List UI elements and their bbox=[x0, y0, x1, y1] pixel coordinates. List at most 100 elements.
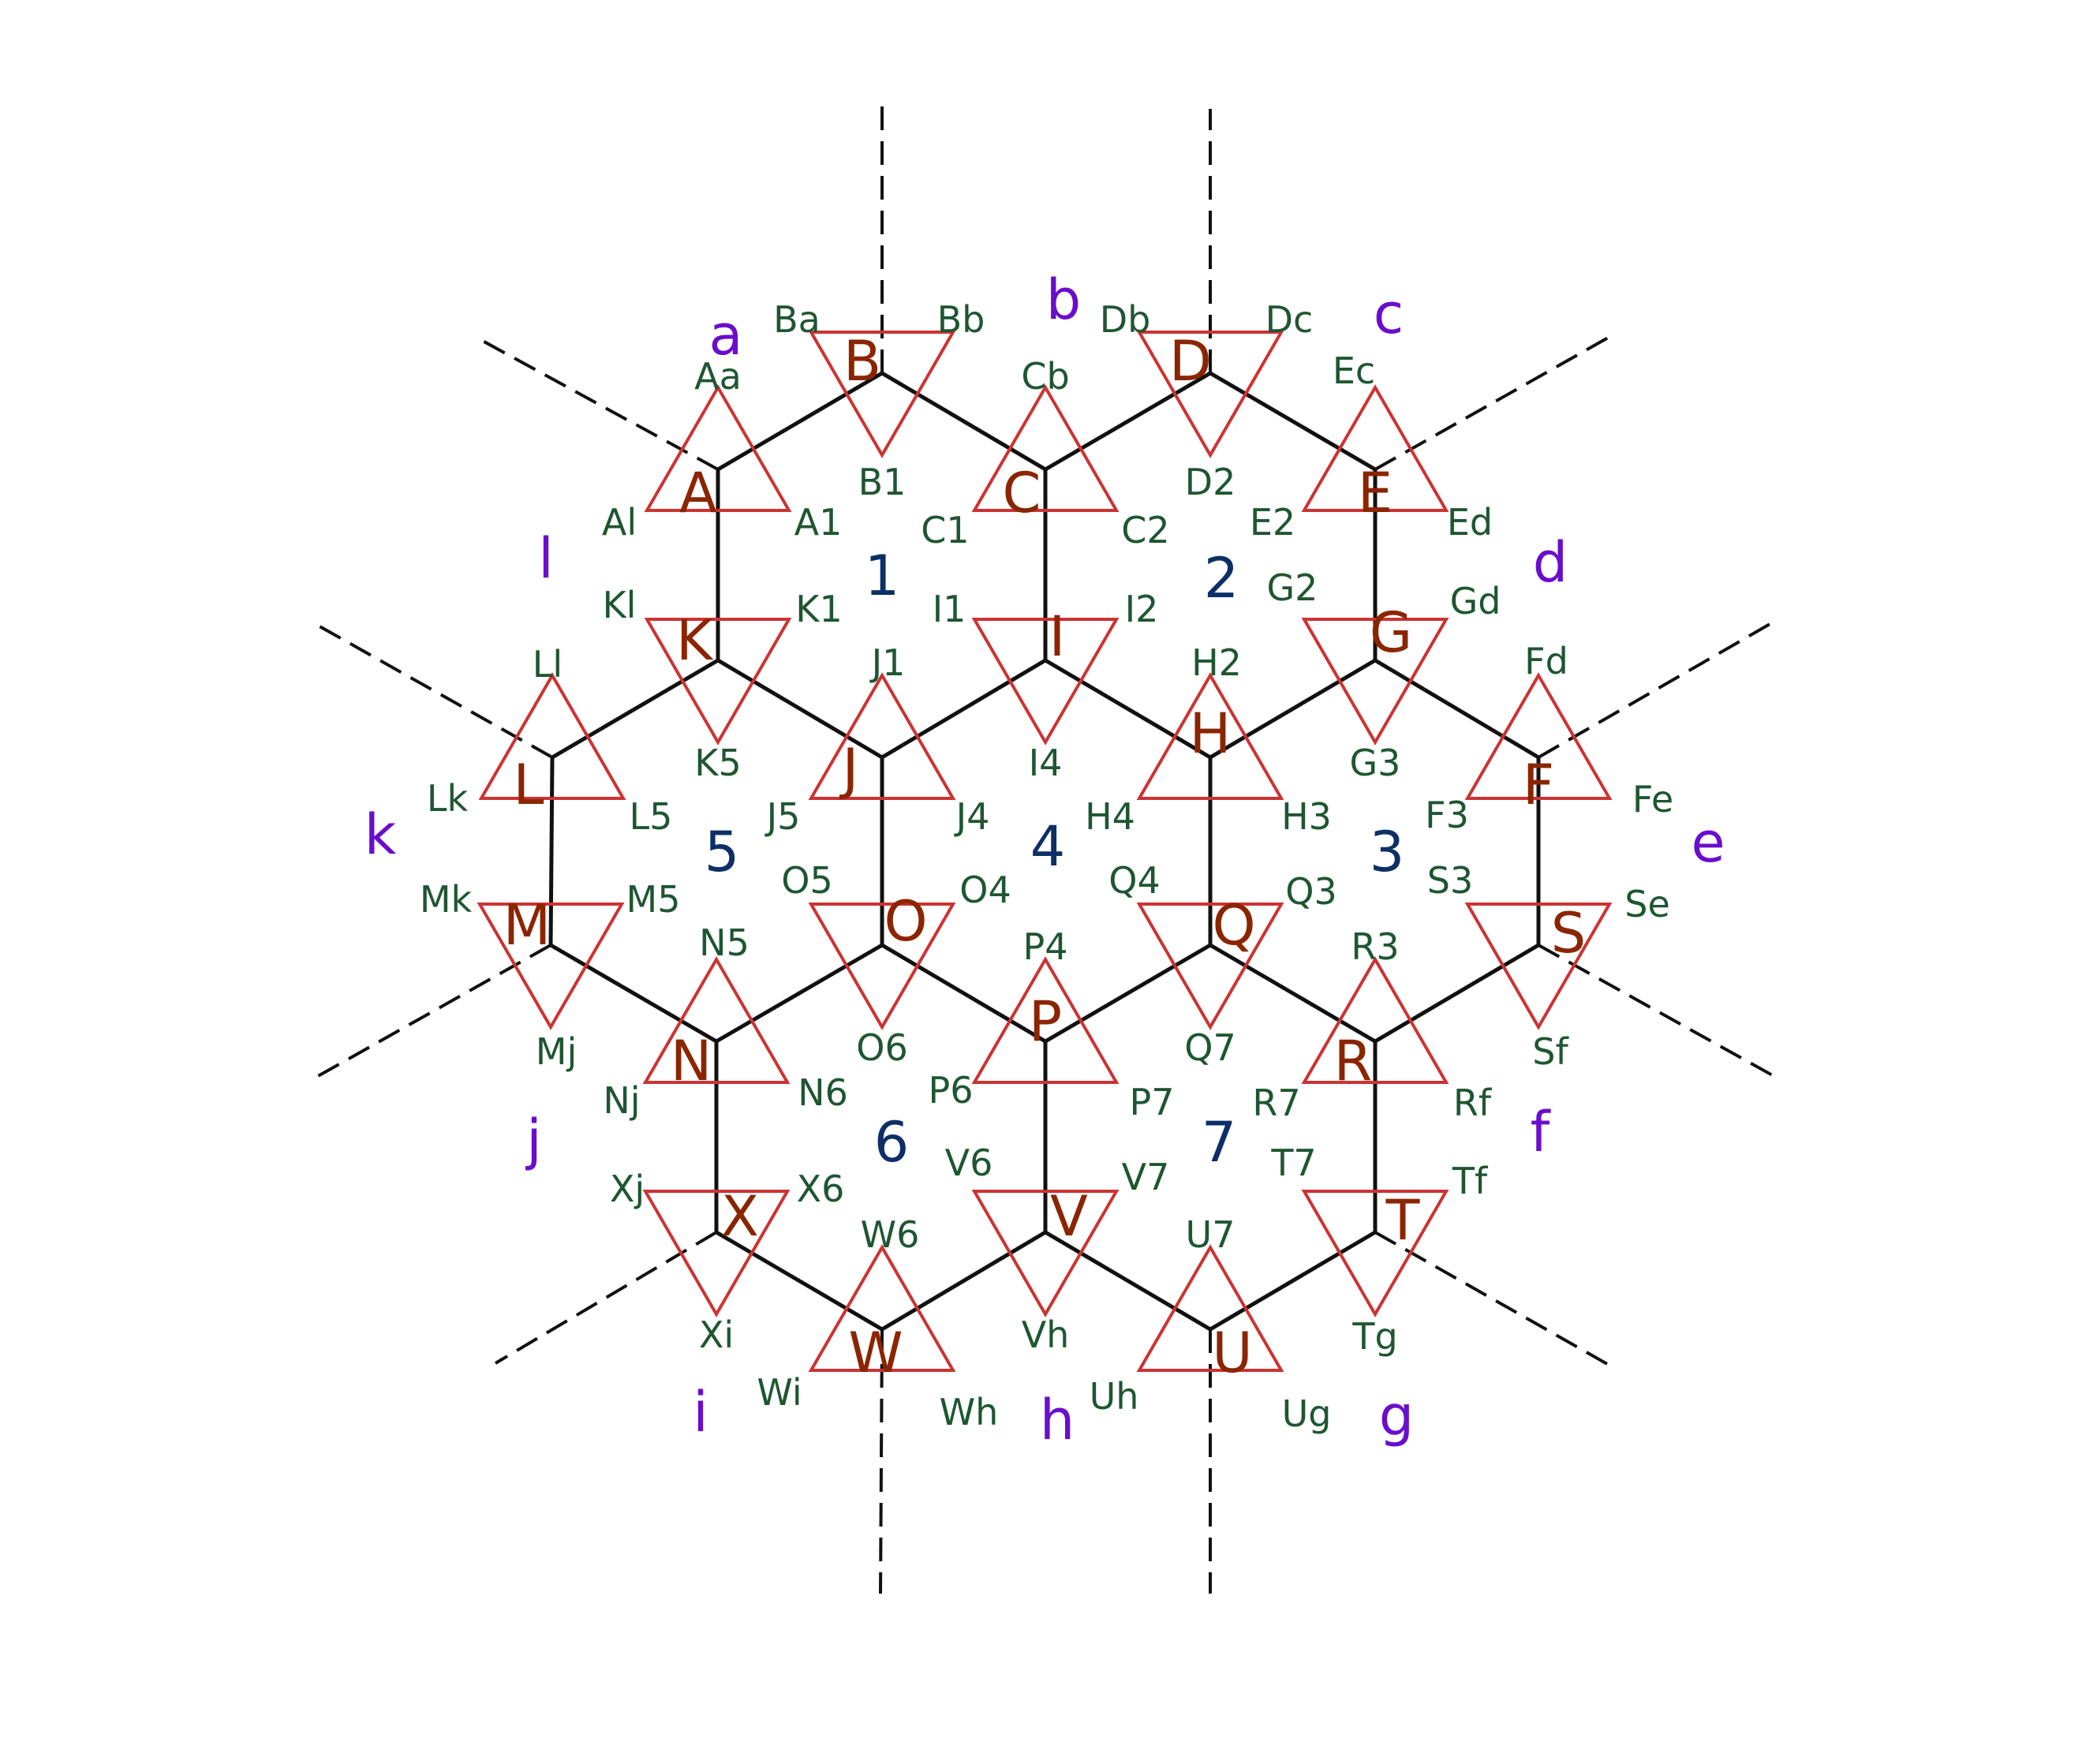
triangle-t bbox=[1301, 1190, 1449, 1317]
corner-label-g2: G2 bbox=[1267, 566, 1318, 609]
corner-label-ug: Ug bbox=[1282, 1392, 1332, 1435]
corner-label-h4: H4 bbox=[1085, 795, 1135, 838]
dashed-ray-9 bbox=[494, 1231, 718, 1365]
outer-region-label-c: c bbox=[1374, 282, 1404, 346]
vertex-label-v: V bbox=[1050, 1184, 1088, 1249]
triangle-b bbox=[808, 331, 956, 458]
corner-label-x6: X6 bbox=[797, 1168, 845, 1210]
corner-label-j4: J4 bbox=[954, 795, 990, 838]
corner-label-t7: T7 bbox=[1270, 1142, 1316, 1184]
vertex-label-a: A bbox=[679, 461, 717, 525]
vertex-label-c: C bbox=[1003, 461, 1041, 525]
triangle-j bbox=[808, 672, 956, 800]
edge-ji bbox=[880, 658, 1048, 760]
corner-label-ba: Ba bbox=[773, 298, 821, 341]
corner-label-g3: G3 bbox=[1350, 742, 1401, 784]
edge-de bbox=[1208, 371, 1378, 472]
corner-label-f3: F3 bbox=[1425, 794, 1469, 836]
corner-label-c1: C1 bbox=[921, 509, 969, 551]
vertex-label-w: W bbox=[848, 1321, 903, 1385]
edge-mn bbox=[548, 943, 719, 1044]
cell-label-3: 3 bbox=[1370, 820, 1405, 884]
edge-ut bbox=[1208, 1230, 1378, 1332]
vertex-label-k: K bbox=[676, 608, 714, 673]
vertex-label-g: G bbox=[1370, 600, 1412, 665]
corner-label-v6: V6 bbox=[945, 1142, 993, 1184]
cell-label-7: 7 bbox=[1202, 1110, 1237, 1175]
corner-label-k5: K5 bbox=[694, 742, 741, 784]
corner-label-r7: R7 bbox=[1252, 1082, 1300, 1124]
corner-label-kl: Kl bbox=[603, 584, 637, 626]
cell-label-2: 2 bbox=[1204, 546, 1239, 611]
corner-label-c2: C2 bbox=[1121, 509, 1169, 551]
corner-label-b1: B1 bbox=[858, 461, 907, 503]
edge-pq bbox=[1043, 943, 1213, 1044]
corner-label-tf: Tf bbox=[1452, 1160, 1489, 1202]
corner-label-vh: Vh bbox=[1022, 1314, 1070, 1356]
corner-label-w6: W6 bbox=[861, 1213, 920, 1256]
corner-label-j5: J5 bbox=[764, 795, 801, 838]
outer-region-label-l: l bbox=[538, 526, 553, 591]
corner-label-sf: Sf bbox=[1532, 1030, 1569, 1073]
dashed-ray-4 bbox=[1374, 335, 1610, 471]
corner-label-j1: J1 bbox=[869, 641, 906, 684]
triangle-w bbox=[808, 1244, 956, 1372]
corner-label-dc: Dc bbox=[1265, 298, 1314, 341]
edge-wv bbox=[880, 1230, 1048, 1332]
vertex-label-x: X bbox=[721, 1184, 759, 1249]
triangle-m bbox=[477, 903, 625, 1030]
triangle-v bbox=[971, 1190, 1120, 1317]
edge-op bbox=[880, 943, 1048, 1044]
edge-no bbox=[714, 943, 884, 1044]
vertex-label-o: O bbox=[884, 889, 927, 954]
edge-lk bbox=[550, 658, 720, 760]
corner-label-fe: Fe bbox=[1632, 778, 1673, 820]
corner-label-ll: Ll bbox=[533, 643, 563, 686]
triangle-o bbox=[808, 903, 956, 1030]
triangle-n bbox=[642, 956, 791, 1084]
vertex-label-u: U bbox=[1212, 1321, 1252, 1385]
triangle-g bbox=[1301, 618, 1449, 746]
vertex-label-e: E bbox=[1358, 461, 1393, 525]
triangle-e bbox=[1301, 384, 1449, 512]
corner-label-tg: Tg bbox=[1351, 1315, 1397, 1358]
corner-label-mj: Mj bbox=[536, 1030, 577, 1073]
corner-label-i4: I4 bbox=[1029, 742, 1063, 784]
corner-label-p7: P7 bbox=[1129, 1081, 1174, 1123]
corner-label-e2: E2 bbox=[1250, 501, 1295, 544]
corner-label-gd: Gd bbox=[1450, 580, 1501, 622]
edge-qr bbox=[1208, 943, 1378, 1044]
corner-label-i1: I1 bbox=[933, 588, 966, 630]
corner-label-nj: Nj bbox=[603, 1079, 640, 1122]
edge-rs bbox=[1373, 943, 1541, 1044]
corner-label-ed: Ed bbox=[1447, 501, 1493, 544]
vertex-label-m: M bbox=[503, 893, 551, 958]
corner-label-mk: Mk bbox=[420, 878, 473, 921]
hexagon-edges bbox=[548, 371, 1541, 1332]
vertex-label-j: J bbox=[839, 737, 859, 802]
corner-label-h2: H2 bbox=[1191, 641, 1242, 684]
outer-region-label-e: e bbox=[1691, 810, 1725, 875]
vertex-label-d: D bbox=[1169, 329, 1212, 394]
corner-label-a1: A1 bbox=[794, 501, 843, 544]
corner-label-wh: Wh bbox=[940, 1391, 999, 1433]
edge-gf bbox=[1373, 658, 1541, 760]
outer-region-label-a: a bbox=[709, 303, 743, 368]
dashed-ray-5 bbox=[313, 622, 553, 759]
cell-label-4: 4 bbox=[1030, 814, 1066, 879]
vertex-label-i: I bbox=[1049, 604, 1066, 669]
corner-label-fd: Fd bbox=[1524, 640, 1568, 682]
corner-label-db: Db bbox=[1100, 298, 1151, 341]
external-dashed-lines bbox=[312, 103, 1778, 1594]
corner-label-s3: S3 bbox=[1427, 859, 1473, 902]
corner-label-p4: P4 bbox=[1022, 925, 1067, 968]
corner-label-o5: O5 bbox=[781, 859, 832, 902]
triangle-d bbox=[1136, 331, 1284, 458]
dashed-ray-8 bbox=[1538, 944, 1778, 1079]
vertex-label-h: H bbox=[1190, 701, 1232, 766]
triangle-a bbox=[644, 384, 792, 512]
corner-label-xi: Xi bbox=[699, 1314, 734, 1356]
corner-label-lk: Lk bbox=[427, 777, 469, 820]
